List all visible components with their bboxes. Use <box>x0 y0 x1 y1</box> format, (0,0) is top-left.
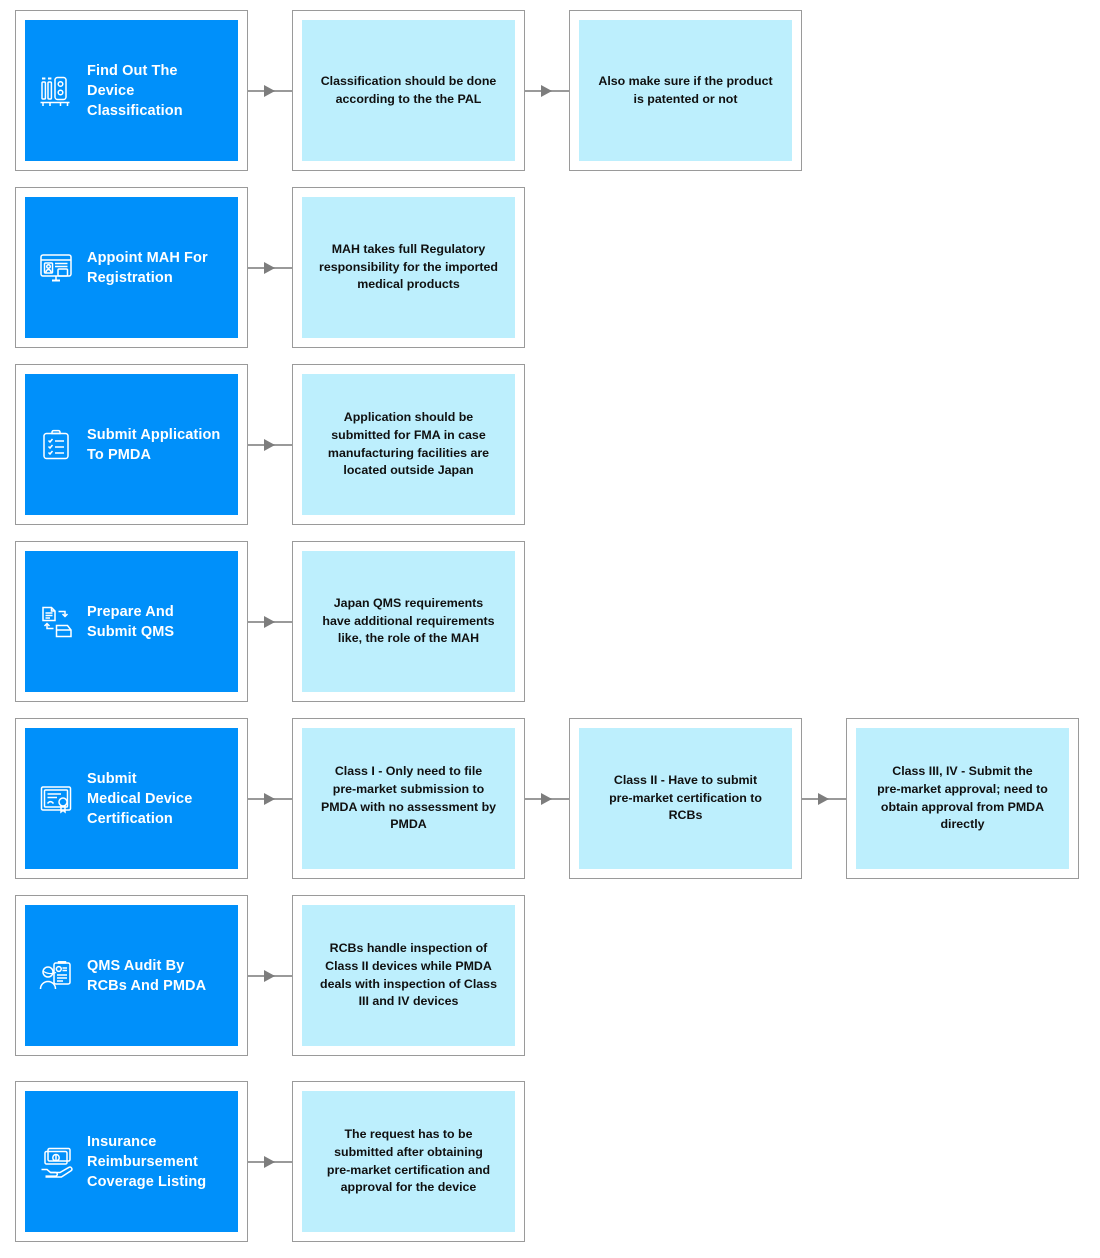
step-title-3: Submit Application To PMDA <box>87 426 221 463</box>
detail-card-5-2[interactable]: Class II - Have to submit pre-market cer… <box>569 718 802 879</box>
detail-card-1-2[interactable]: Also make sure if the product is patente… <box>569 10 802 171</box>
certificate-seal-icon <box>39 782 73 816</box>
connector-1-2 <box>525 85 569 97</box>
test-tube-device-icon <box>39 74 73 108</box>
step-card-5[interactable]: Submit Medical Device Certification <box>15 718 248 879</box>
step-title-5: Submit Medical Device Certification <box>87 770 193 827</box>
detail-fill-4-1: Japan QMS requirements have additional r… <box>302 551 515 692</box>
step-card-7[interactable]: Insurance Reimbursement Coverage Listing <box>15 1081 248 1242</box>
step-card-1[interactable]: Find Out The Device Classification <box>15 10 248 171</box>
step-card-3[interactable]: Submit Application To PMDA <box>15 364 248 525</box>
connector-5-2 <box>525 793 569 805</box>
clipboard-checklist-icon <box>39 428 73 462</box>
detail-fill-1-2: Also make sure if the product is patente… <box>579 20 792 161</box>
detail-card-3-1[interactable]: Application should be submitted for FMA … <box>292 364 525 525</box>
step-card-2[interactable]: Appoint MAH For Registration <box>15 187 248 348</box>
detail-text-4-1: Japan QMS requirements have additional r… <box>322 596 495 646</box>
detail-fill-2-1: MAH takes full Regulatory responsibility… <box>302 197 515 338</box>
detail-text-5-3: Class III, IV - Submit the pre-market ap… <box>877 764 1048 832</box>
connector-1-1 <box>248 85 292 97</box>
connector-5-1 <box>248 793 292 805</box>
step-title-7: Insurance Reimbursement Coverage Listing <box>87 1133 207 1190</box>
connector-3-1 <box>248 439 292 451</box>
detail-text-3-1: Application should be submitted for FMA … <box>327 410 490 478</box>
detail-text-1-2: Also make sure if the product is patente… <box>598 73 773 106</box>
detail-fill-5-3: Class III, IV - Submit the pre-market ap… <box>856 728 1069 869</box>
detail-card-7-1[interactable]: The request has to be submitted after ob… <box>292 1081 525 1242</box>
detail-fill-5-1: Class I - Only need to file pre-market s… <box>302 728 515 869</box>
detail-text-5-2: Class II - Have to submit pre-market cer… <box>609 773 762 823</box>
detail-fill-6-1: RCBs handle inspection of Class II devic… <box>302 905 515 1046</box>
detail-fill-5-2: Class II - Have to submit pre-market cer… <box>579 728 792 869</box>
detail-card-4-1[interactable]: Japan QMS requirements have additional r… <box>292 541 525 702</box>
cash-on-hand-icon <box>39 1145 73 1179</box>
step-card-4[interactable]: Prepare And Submit QMS <box>15 541 248 702</box>
documents-submit-tray-icon <box>39 605 73 639</box>
monitor-profile-registration-icon <box>39 251 73 285</box>
detail-text-5-1: Class I - Only need to file pre-market s… <box>320 764 497 832</box>
step-title-1: Find Out The Device Classification <box>87 62 183 119</box>
step-card-6[interactable]: QMS Audit By RCBs And PMDA <box>15 895 248 1056</box>
connector-2-1 <box>248 262 292 274</box>
step-title-6: QMS Audit By RCBs And PMDA <box>87 957 207 994</box>
detail-text-1-1: Classification should be done according … <box>320 73 497 106</box>
connector-7-1 <box>248 1156 292 1168</box>
detail-card-1-1[interactable]: Classification should be done according … <box>292 10 525 171</box>
detail-card-6-1[interactable]: RCBs handle inspection of Class II devic… <box>292 895 525 1056</box>
detail-card-2-1[interactable]: MAH takes full Regulatory responsibility… <box>292 187 525 348</box>
connector-6-1 <box>248 970 292 982</box>
step-fill-5: Submit Medical Device Certification <box>25 728 238 869</box>
detail-fill-1-1: Classification should be done according … <box>302 20 515 161</box>
connector-4-1 <box>248 616 292 628</box>
detail-fill-3-1: Application should be submitted for FMA … <box>302 374 515 515</box>
step-fill-3: Submit Application To PMDA <box>25 374 238 515</box>
step-fill-2: Appoint MAH For Registration <box>25 197 238 338</box>
detail-fill-7-1: The request has to be submitted after ob… <box>302 1091 515 1232</box>
detail-card-5-3[interactable]: Class III, IV - Submit the pre-market ap… <box>846 718 1079 879</box>
step-fill-7: Insurance Reimbursement Coverage Listing <box>25 1091 238 1232</box>
auditor-clipboard-icon <box>39 959 73 993</box>
step-title-2: Appoint MAH For Registration <box>87 249 208 286</box>
step-title-4: Prepare And Submit QMS <box>87 603 175 640</box>
detail-text-2-1: MAH takes full Regulatory responsibility… <box>319 242 498 292</box>
detail-text-7-1: The request has to be submitted after ob… <box>326 1127 491 1195</box>
detail-card-5-1[interactable]: Class I - Only need to file pre-market s… <box>292 718 525 879</box>
connector-5-3 <box>802 793 846 805</box>
step-fill-6: QMS Audit By RCBs And PMDA <box>25 905 238 1046</box>
step-fill-1: Find Out The Device Classification <box>25 20 238 161</box>
detail-text-6-1: RCBs handle inspection of Class II devic… <box>320 941 497 1009</box>
step-fill-4: Prepare And Submit QMS <box>25 551 238 692</box>
